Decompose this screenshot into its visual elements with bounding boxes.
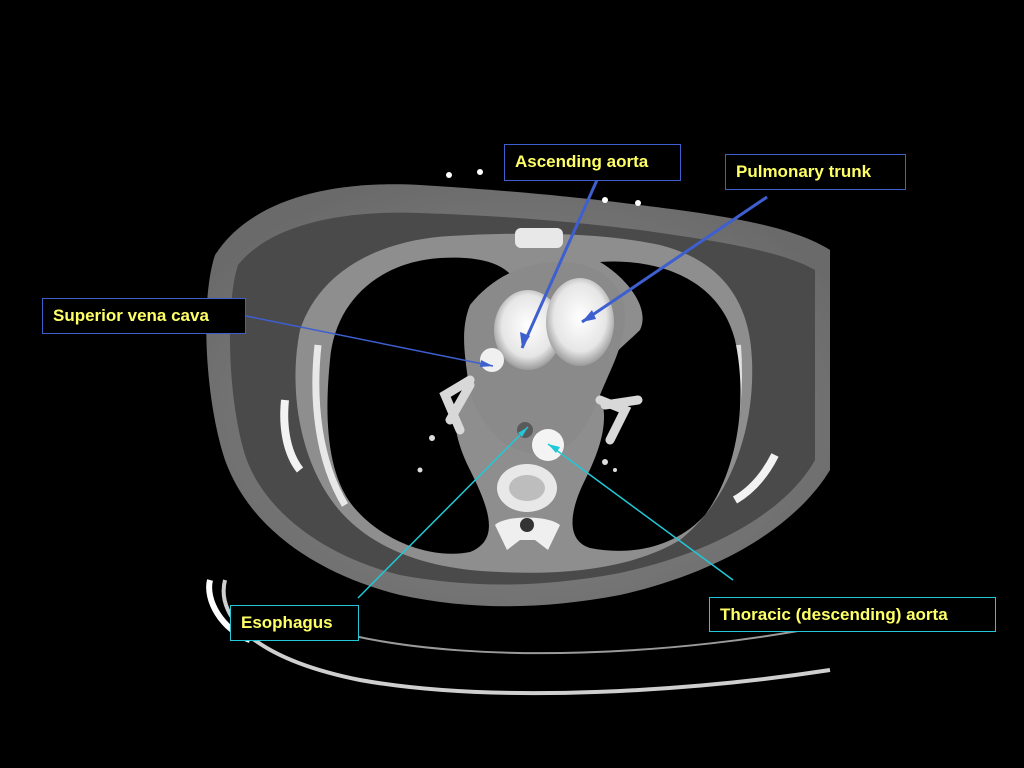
esophagus-label: Esophagus (230, 605, 359, 641)
thoracic-aorta-label: Thoracic (descending) aorta (709, 597, 996, 632)
pointer-thoracic-aorta (547, 443, 734, 581)
hilar-vessels-left (595, 395, 643, 445)
svc-shape (480, 348, 504, 372)
rib-left-outer (280, 399, 304, 473)
pulmonary-trunk-label: Pulmonary trunk (725, 154, 906, 190)
ascending-aorta-shape (494, 290, 562, 370)
ct-table-inner (349, 624, 831, 655)
pulmonary-trunk-shape (546, 278, 614, 366)
pointer-svc (245, 315, 494, 367)
pointer-ascending-aorta (520, 179, 599, 349)
spinous-process (495, 517, 560, 550)
rib-left (312, 344, 349, 507)
ascending-aorta-label: Ascending aorta (504, 144, 681, 181)
superior-vena-cava-label: Superior vena cava (42, 298, 246, 334)
descending-aorta-shape (532, 429, 564, 461)
sternum (515, 228, 563, 248)
lung-left (572, 261, 741, 551)
hilar-vessels-right (439, 375, 475, 435)
rib-right-outer (732, 453, 779, 504)
pointer-esophagus (357, 426, 529, 599)
pointer-pulmonary-trunk (581, 195, 768, 324)
